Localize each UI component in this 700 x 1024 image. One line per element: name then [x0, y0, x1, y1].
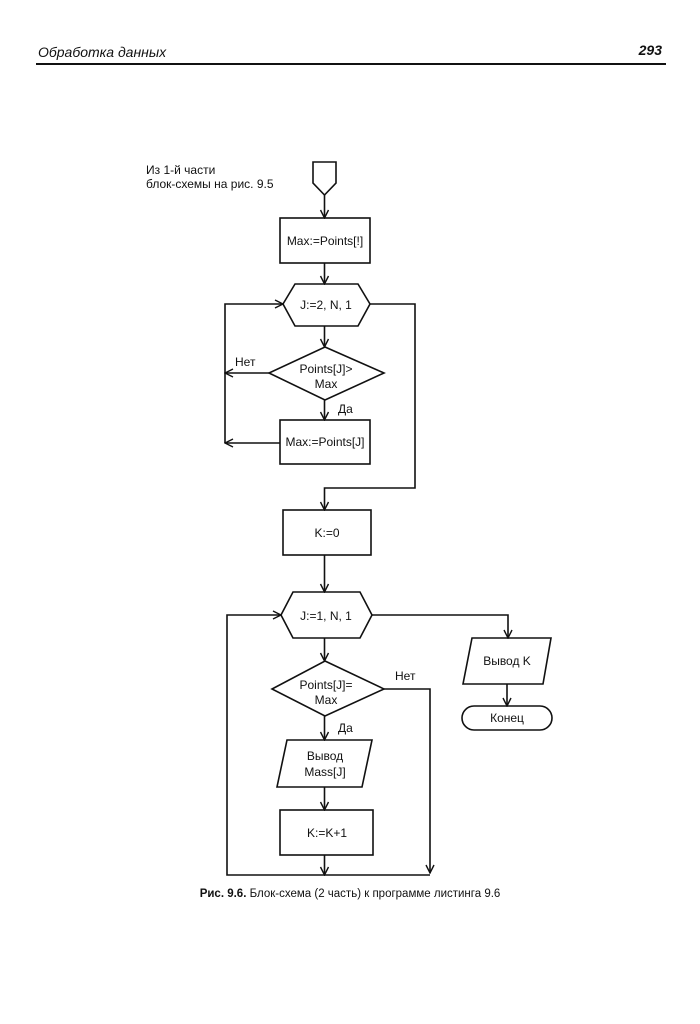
io-output-mass — [276, 739, 373, 788]
label-no-2: Нет — [395, 669, 416, 683]
cond2-text-line1: Points[J]= — [299, 678, 352, 692]
io-output-k — [462, 637, 552, 685]
loop1-text: J:=2, N, 1 — [300, 298, 352, 312]
cond1-text-line1: Points[J]> — [299, 362, 352, 376]
process-max-assign — [279, 419, 371, 465]
figure-caption: Рис. 9.6. Блок-схема (2 часть) к програм… — [0, 888, 700, 900]
output-mass-line1: Вывод — [307, 749, 343, 763]
caption-prefix: Рис. 9.6. — [199, 888, 247, 900]
loop2-text: J:=1, N, 1 — [300, 609, 352, 623]
page-number: 293 — [638, 42, 662, 58]
k-inc-text: K:=K+1 — [307, 826, 347, 840]
header-rule — [36, 63, 666, 65]
connector-note-line2: блок-схемы на рис. 9.5 — [146, 177, 274, 191]
cond1-text-line2: Max — [315, 377, 338, 391]
k-init-text: K:=0 — [314, 526, 339, 540]
connector-note-line1: Из 1-й части — [146, 163, 215, 177]
max-init-text: Max:=Points[!] — [287, 234, 363, 248]
process-k-inc — [279, 809, 374, 856]
label-yes-2: Да — [338, 721, 353, 735]
label-no-1: Нет — [235, 355, 256, 369]
output-k-text: Вывод K — [483, 654, 531, 668]
output-mass-line2: Mass[J] — [304, 765, 345, 779]
section-title: Обработка данных — [38, 44, 167, 60]
terminator-end — [461, 705, 553, 731]
caption-text: Блок-схема (2 часть) к программе листинг… — [246, 888, 501, 900]
cond2-text-line2: Max — [315, 693, 338, 707]
end-text: Конец — [490, 711, 524, 725]
offpage-connector — [312, 161, 337, 197]
process-k-init — [282, 509, 372, 556]
label-yes-1: Да — [338, 402, 353, 416]
max-assign-text: Max:=Points[J] — [285, 435, 364, 449]
